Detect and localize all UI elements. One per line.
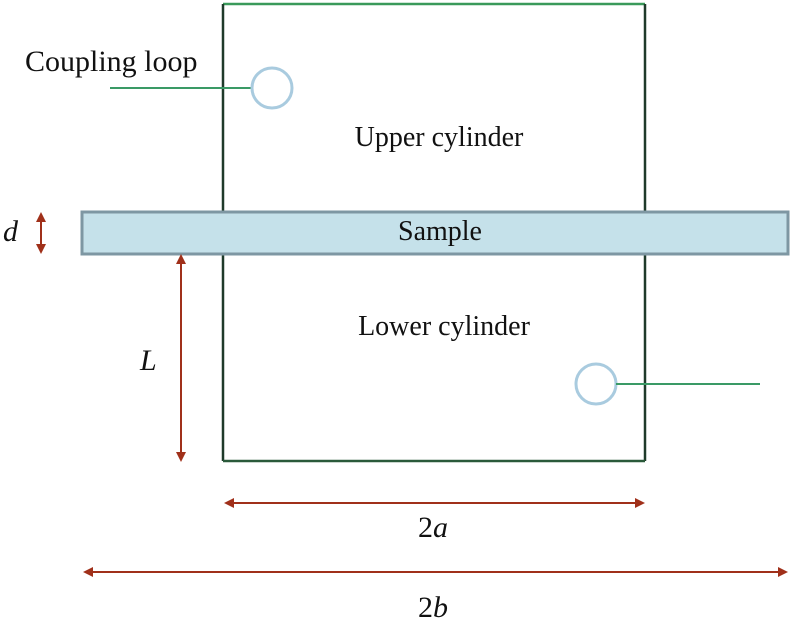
sample-slab <box>80 210 790 256</box>
upper-loop-circle <box>250 66 294 110</box>
upper-cylinder <box>221 2 647 212</box>
lower-loop-circle <box>574 362 618 406</box>
coupling-loop-label: Coupling loop <box>25 45 198 78</box>
dimension-label-2b: 2b <box>418 591 448 624</box>
upper-cylinder-label: Upper cylinder <box>355 122 524 153</box>
dimension-label-2b-variable: b <box>433 591 448 624</box>
lower-cylinder <box>221 254 647 463</box>
dimension-label-2a-number: 2 <box>418 511 433 544</box>
dimension-label-2b-number: 2 <box>418 591 433 624</box>
lower-coupling-loop <box>574 362 760 406</box>
dimension-label-2a: 2a <box>418 511 448 544</box>
upper-coupling-loop <box>110 66 294 110</box>
lower-cylinder-label: Lower cylinder <box>358 311 530 342</box>
dimension-label-2a-variable: a <box>433 511 448 544</box>
sample-label: Sample <box>398 216 482 247</box>
dimension-label-d: d <box>3 215 19 248</box>
dimension-label-L: L <box>139 344 157 377</box>
